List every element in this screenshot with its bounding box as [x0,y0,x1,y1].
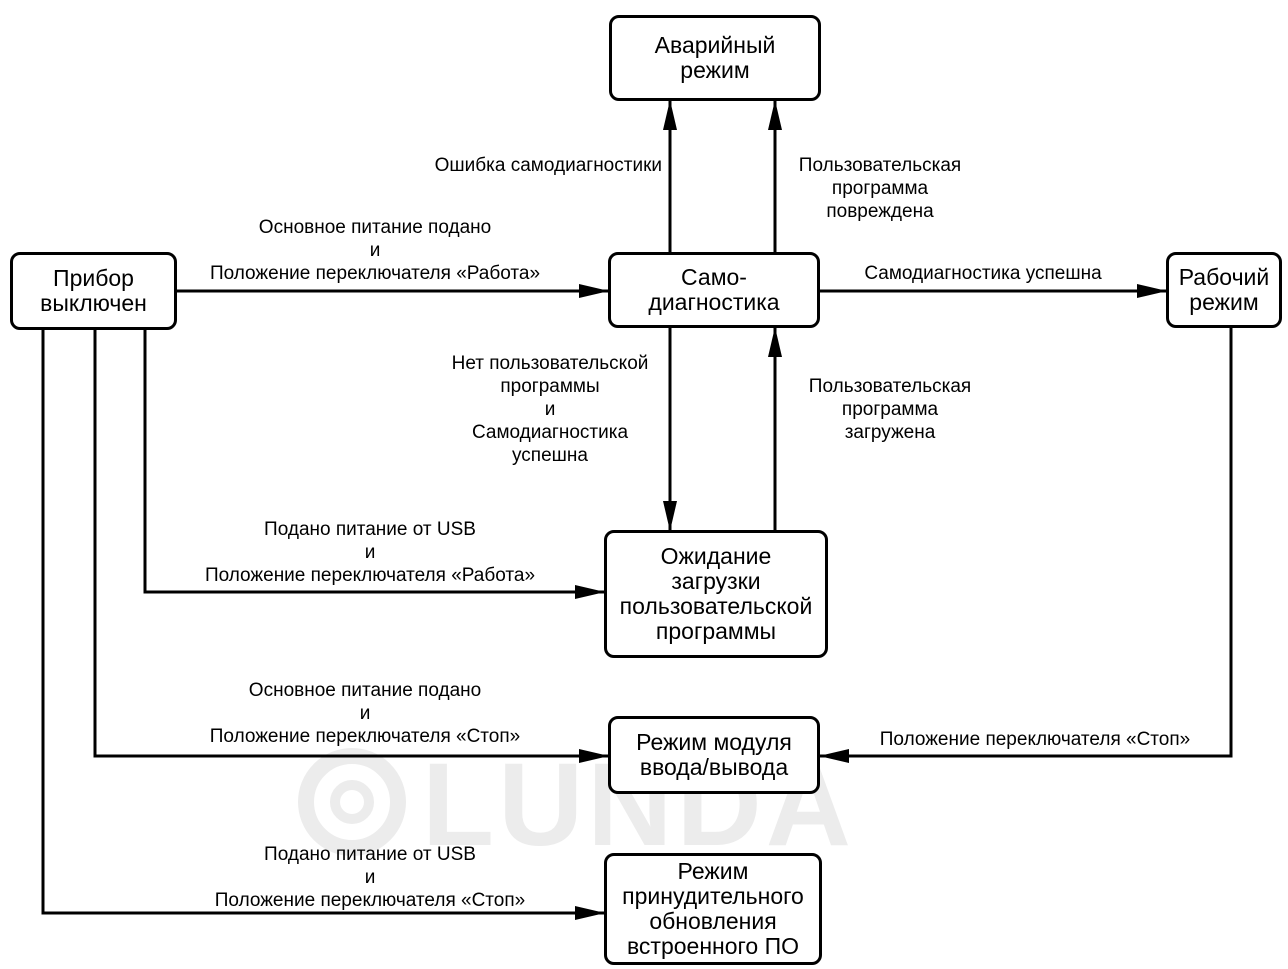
label-switch-stop: Положение переключателя «Стоп» [879,729,1191,750]
label-main-power-run: Основное питание подано и Положение пере… [209,217,541,284]
label-selfdiag-ok: Самодиагностика успешна [864,263,1102,284]
label-program-loaded: Пользовательская программа загружена [808,376,972,443]
watermark-copyright-inner [330,780,374,824]
edge-usb-power-run [143,330,605,599]
node-io-module-mode: Режим модуля ввода/вывода [608,716,820,794]
node-self-diagnostics: Само- диагностика [608,252,820,328]
node-emergency-mode: Аварийный режим [609,15,821,101]
edge-usb-power-stop [41,330,605,920]
label-main-power-stop: Основное питание подано и Положение пере… [209,680,521,747]
label-usb-power-run: Подано питание от USB и Положение перекл… [204,519,536,586]
edge-switch-stop [819,328,1233,763]
node-forced-update-mode: Режим принудительного обновления встроен… [604,853,822,965]
label-no-program: Нет пользовательской программы и Самодиа… [451,353,649,466]
edge-main-power-stop [93,330,609,763]
label-usb-power-stop: Подано питание от USB и Положение перекл… [214,844,526,911]
node-work-mode: Рабочий режим [1166,252,1282,328]
node-waiting-program: Ожидание загрузки пользовательской прогр… [604,530,828,658]
label-program-damaged: Пользовательская программа повреждена [798,155,962,222]
label-selfdiag-error: Ошибка самодиагностики [434,155,662,176]
node-device-off: Прибор выключен [10,252,177,330]
